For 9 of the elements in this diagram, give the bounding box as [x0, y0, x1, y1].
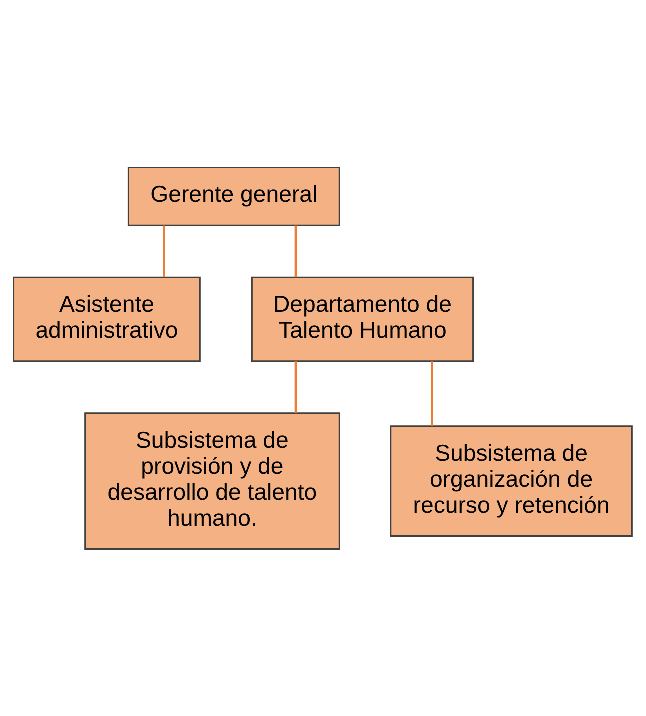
- node-box: Gerente general: [128, 166, 340, 226]
- connector: [163, 225, 166, 278]
- node-box: Departamento de Talento Humano: [251, 276, 474, 362]
- connector: [294, 225, 297, 278]
- node-box: Subsistema de provisión y de desarrollo de talento humano.: [84, 412, 340, 550]
- connector: [294, 361, 297, 413]
- node-box: Asistente administrativo: [13, 276, 201, 362]
- node-box: Subsistema de organización de recurso y retención: [390, 425, 633, 536]
- connector: [431, 361, 434, 426]
